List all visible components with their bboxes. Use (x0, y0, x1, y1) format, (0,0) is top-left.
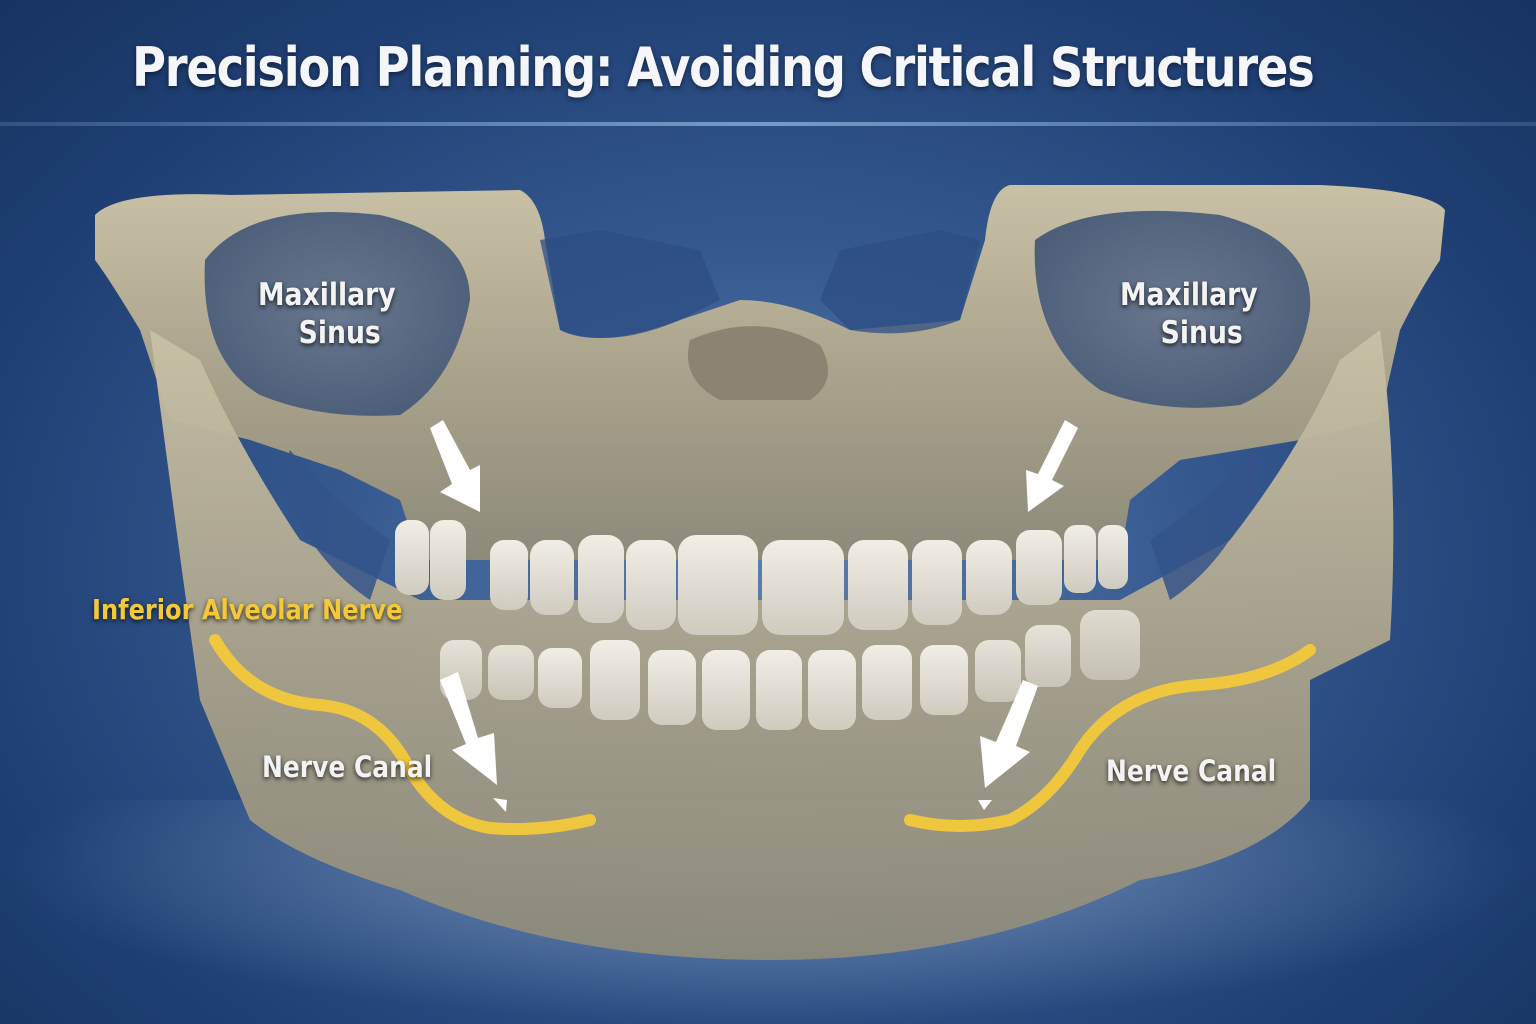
nerve-canal-right-label: Nerve Canal (1106, 754, 1277, 788)
arrow-icon-lower-left (440, 672, 507, 812)
nerve-canal-left-label: Nerve Canal (262, 750, 433, 784)
lower-teeth (440, 610, 1140, 730)
arrow-icon-upper-left (430, 420, 480, 512)
maxillary-sinus-right (1034, 210, 1311, 408)
sinus-left-line1: Maxillary (258, 277, 396, 313)
sinus-right-line2: Sinus (1160, 315, 1243, 351)
arrow-icon-upper-right (1026, 420, 1078, 512)
inferior-alveolar-nerve-right (904, 644, 1316, 832)
page-title: Precision Planning: Avoiding Critical St… (132, 36, 1315, 99)
mandible-bone (150, 330, 1394, 960)
maxillary-sinus-left-label: Maxillary Sinus (258, 276, 396, 352)
maxillary-sinus-right-label: Maxillary Sinus (1120, 276, 1258, 352)
inferior-alveolar-nerve-label: Inferior Alveolar Nerve (92, 593, 403, 626)
arrow-icon-lower-right (978, 680, 1038, 810)
title-divider (0, 122, 1536, 126)
sinus-left-line2: Sinus (298, 315, 381, 351)
inferior-alveolar-nerve-left (209, 634, 596, 835)
maxillary-sinus-left (204, 212, 470, 416)
upper-teeth (395, 520, 1128, 635)
sinus-right-line1: Maxillary (1120, 277, 1258, 313)
